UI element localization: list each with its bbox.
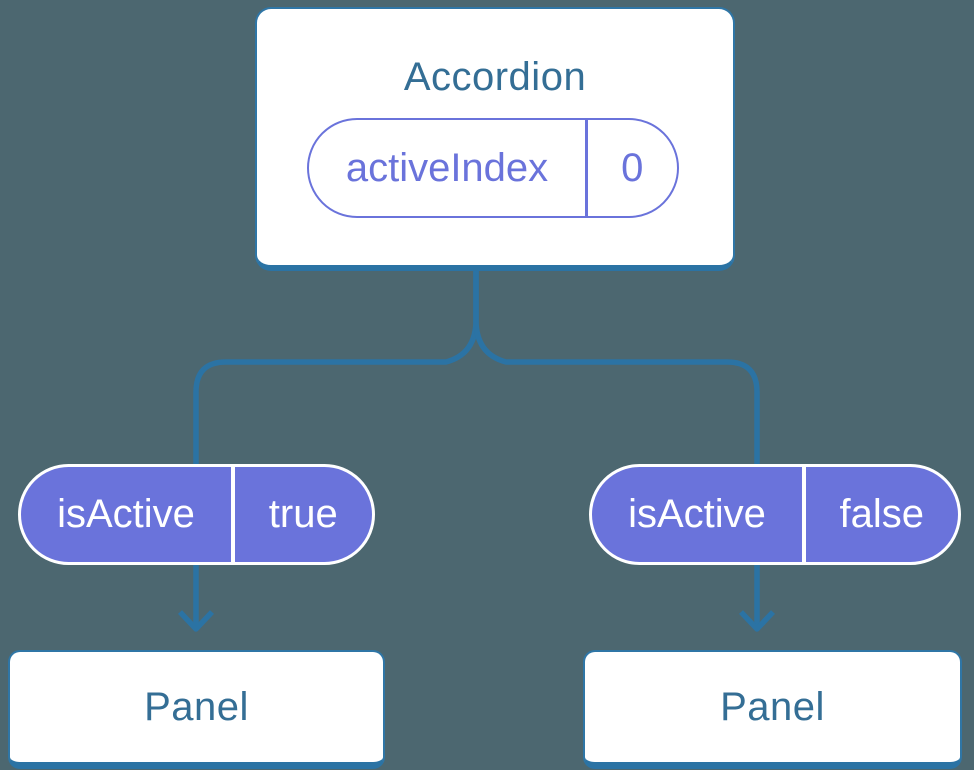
pill-divider	[231, 467, 235, 562]
component-node-panel-left: Panel	[8, 650, 385, 769]
state-pill-label: activeIndex	[345, 145, 549, 190]
pill-divider	[802, 467, 806, 562]
connector-right-branch	[473, 262, 760, 625]
connector-left-branch	[193, 262, 479, 625]
state-pill-value: 0	[621, 145, 644, 190]
down-arrow-right-icon	[738, 610, 776, 632]
prop-pill-isactive-true: isActive true	[18, 464, 375, 565]
prop-pill-isactive-false: isActive false	[589, 464, 961, 565]
prop-pill-label: isActive	[628, 492, 766, 536]
prop-pill-value: false	[839, 492, 925, 536]
component-node-panel-right: Panel	[583, 650, 962, 769]
panel-node-title: Panel	[144, 684, 249, 729]
pill-divider	[585, 120, 588, 216]
component-node-accordion: Accordion activeIndex 0	[255, 7, 735, 271]
prop-pill-label: isActive	[57, 492, 195, 536]
prop-pill-value: true	[268, 492, 338, 536]
accordion-node-title: Accordion	[403, 55, 587, 99]
state-pill-activeindex: activeIndex 0	[307, 118, 679, 218]
down-arrow-left-icon	[177, 610, 215, 632]
panel-node-title: Panel	[720, 684, 825, 729]
